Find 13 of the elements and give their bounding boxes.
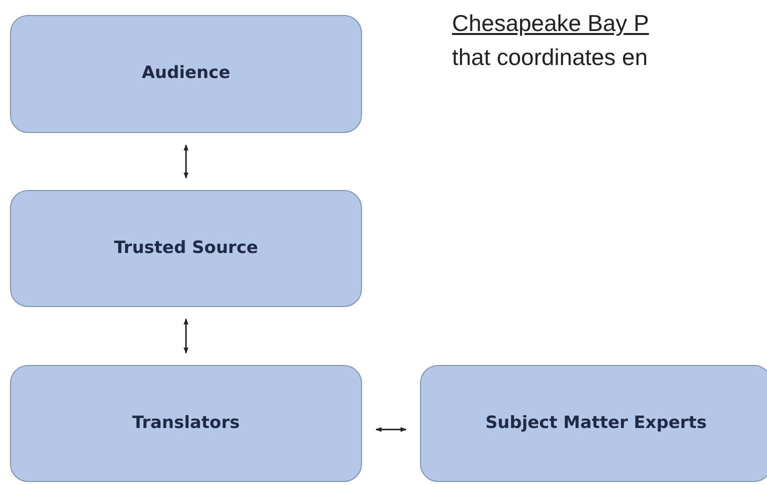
double-arrow — [184, 144, 188, 179]
node-label: Trusted Source — [114, 236, 258, 260]
process-box — [10, 365, 362, 482]
double-arrow — [375, 427, 407, 432]
node-label: Audience — [142, 62, 230, 86]
double-arrow — [184, 318, 188, 354]
process-box — [10, 190, 362, 307]
process-box — [10, 15, 362, 133]
node-label: Subject Matter Experts — [485, 412, 707, 435]
node-label: Translators — [132, 412, 240, 435]
heading-text: Chesapeake Bay P — [452, 10, 649, 37]
heading-text: that coordinates en — [452, 44, 648, 71]
process-box — [420, 365, 767, 482]
